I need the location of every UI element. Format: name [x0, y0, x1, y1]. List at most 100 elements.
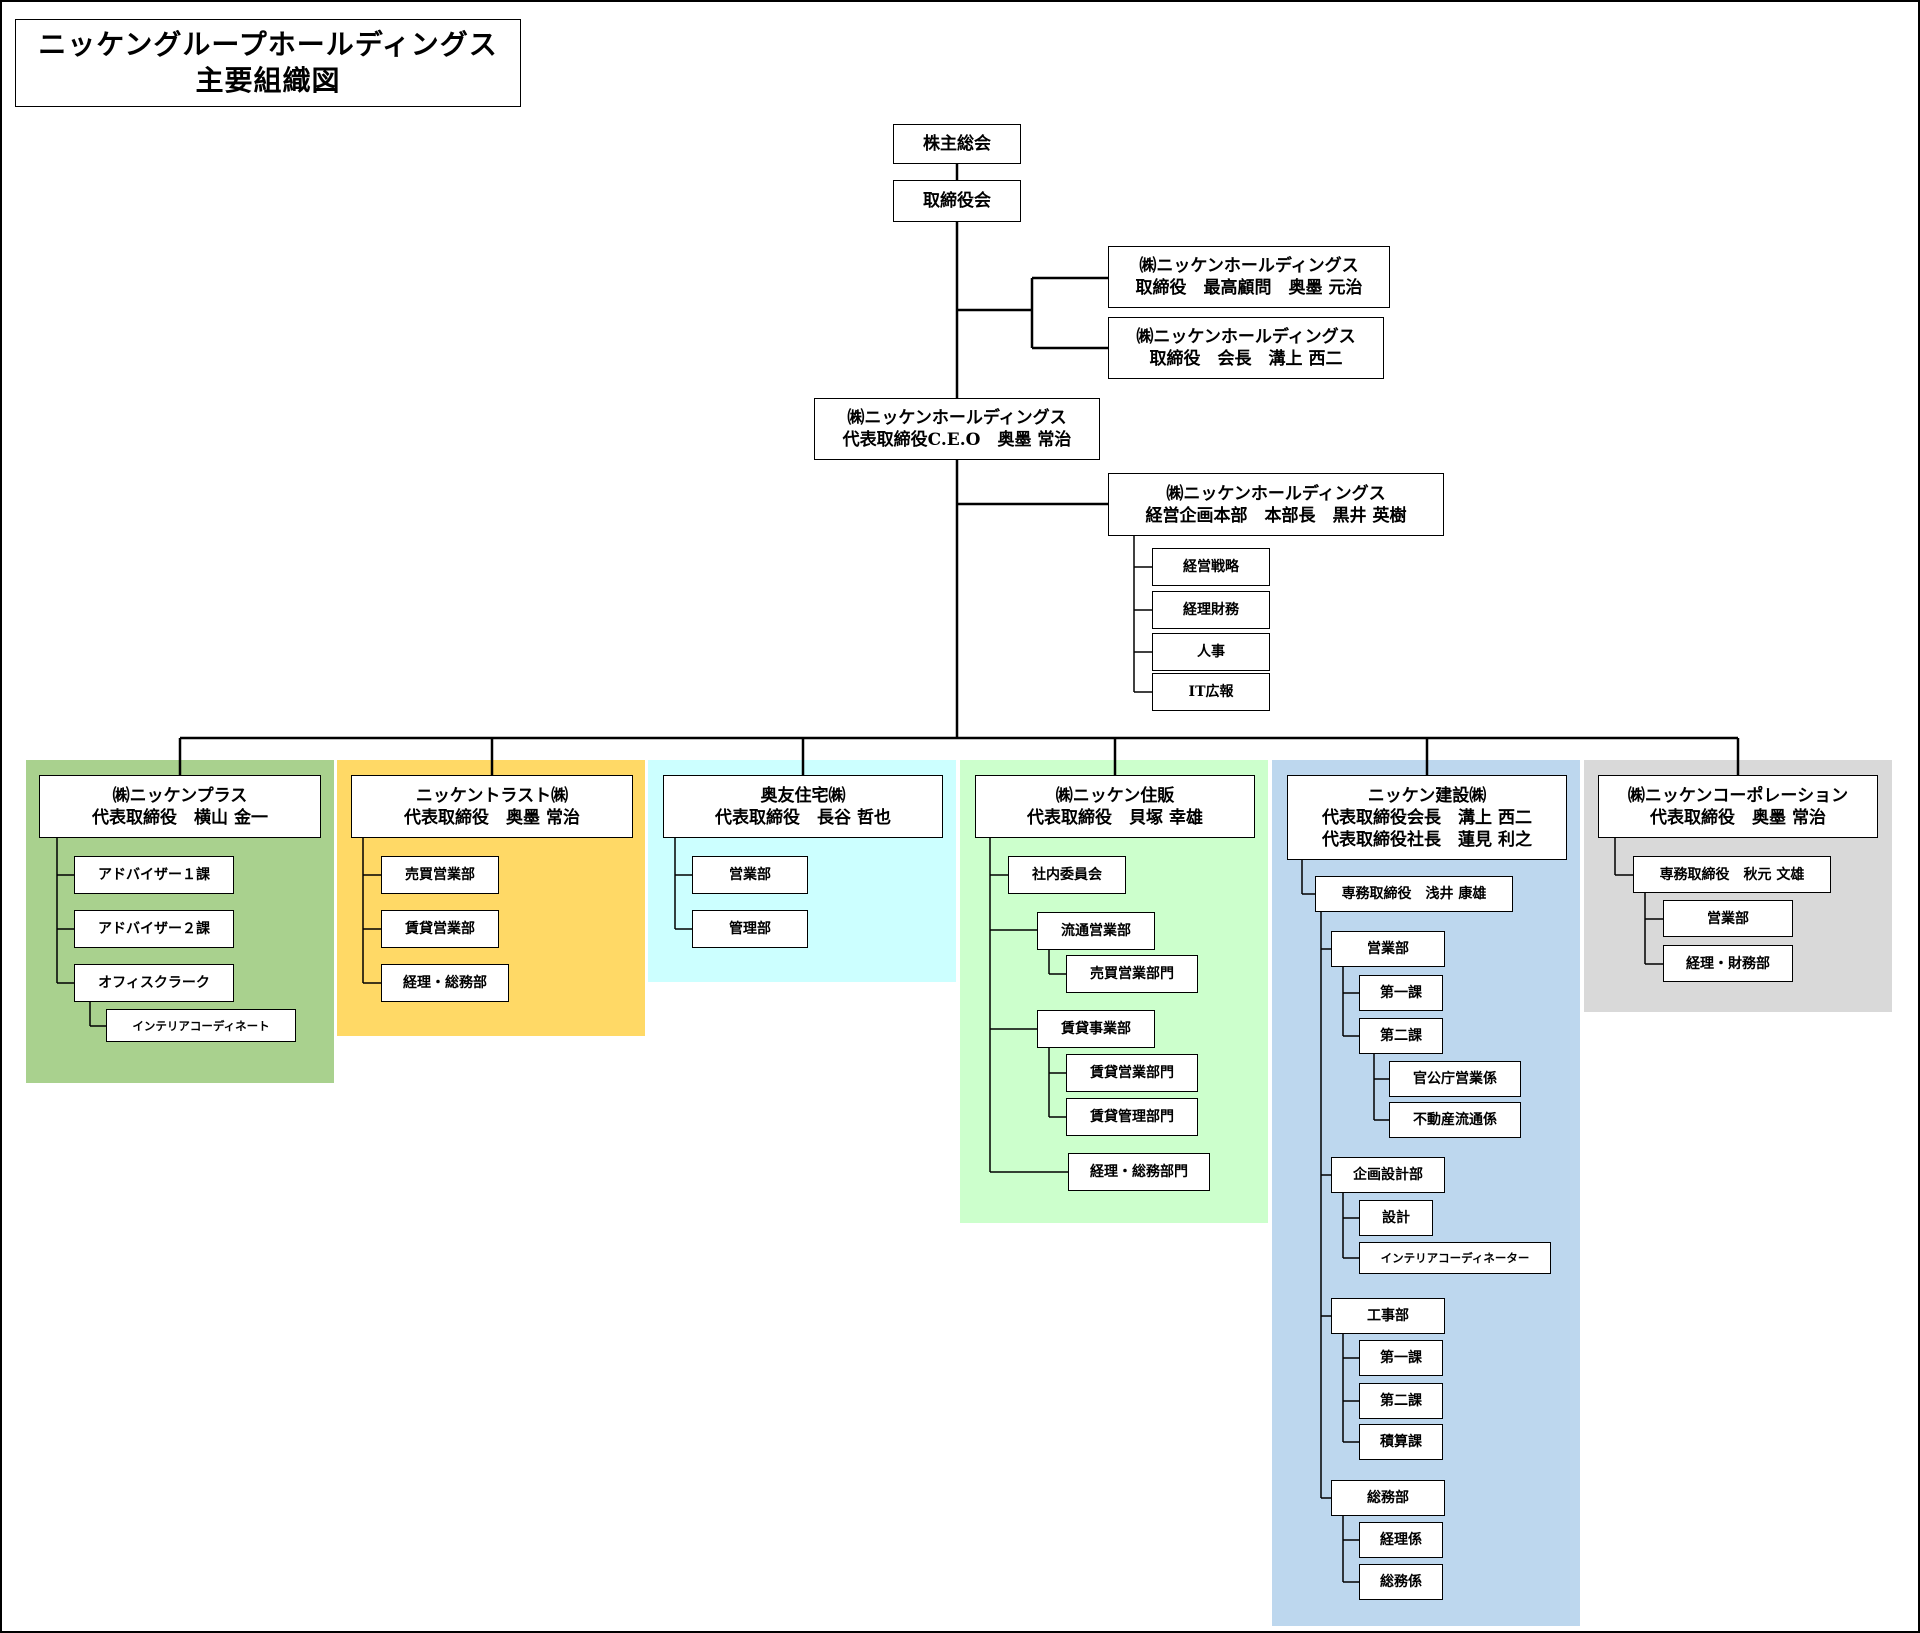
planning-unit-label: 経理財務	[1183, 602, 1239, 618]
company-plus-box: ㈱ニッケンプラス 代表取締役 横山 金一	[39, 775, 321, 838]
unit-label: 管理部	[729, 921, 771, 937]
company-okutomo-box: 奥友住宅㈱ 代表取締役 長谷 哲也	[663, 775, 943, 838]
unit-box: 設計	[1359, 1200, 1433, 1236]
advisor-line2: 取締役 最高顧問 奥墨 元治	[1135, 278, 1363, 298]
shareholders-meeting-box: 株主総会	[893, 124, 1021, 164]
company-head: 代表取締役 奥墨 常治	[404, 807, 580, 828]
unit-label: インテリアコーディネート	[132, 1018, 270, 1033]
unit-box: 賃貸事業部	[1037, 1010, 1155, 1048]
unit-label: オフィスクラーク	[98, 975, 210, 991]
unit-label: 設計	[1382, 1210, 1410, 1226]
unit-label: 営業部	[1707, 910, 1749, 927]
unit-box: オフィスクラーク	[74, 964, 234, 1002]
unit-box: 企画設計部	[1331, 1157, 1445, 1193]
company-name: ㈱ニッケンプラス	[112, 785, 248, 806]
planning-dept-box: ㈱ニッケンホールディングス 経営企画本部 本部長 黒井 英樹	[1108, 473, 1444, 536]
unit-box: 第二課	[1359, 1383, 1443, 1419]
unit-box: 経理・総務部	[381, 964, 509, 1002]
planning-unit: 経理財務	[1152, 591, 1270, 629]
unit-box: 積算課	[1359, 1424, 1443, 1460]
unit-box: 不動産流通係	[1389, 1102, 1521, 1138]
unit-box: 経理・総務部門	[1068, 1153, 1210, 1191]
company-head: 代表取締役 長谷 哲也	[715, 807, 891, 828]
unit-label: 賃貸管理部門	[1090, 1109, 1174, 1125]
unit-box: 売買営業部門	[1066, 955, 1198, 993]
company-head-2: 代表取締役社長 蓮見 利之	[1322, 829, 1532, 850]
unit-box: 第一課	[1359, 1340, 1443, 1376]
unit-box: 売買営業部	[381, 856, 499, 894]
unit-box: 営業部	[1331, 931, 1445, 967]
unit-label: 流通営業部	[1061, 923, 1131, 939]
unit-label: 賃貸営業部	[405, 921, 475, 937]
unit-box: 営業部	[692, 856, 808, 894]
unit-box: 官公庁営業係	[1389, 1061, 1521, 1097]
chart-title: ニッケングループホールディングス 主要組織図	[15, 19, 521, 107]
planning-unit: IT広報	[1152, 673, 1270, 711]
shareholders-meeting-label: 株主総会	[923, 134, 991, 154]
chairman-box: ㈱ニッケンホールディングス 取締役 会長 溝上 西二	[1108, 317, 1384, 379]
unit-label: アドバイザー１課	[98, 867, 210, 883]
director-box: 専務取締役 秋元 文雄	[1633, 856, 1831, 893]
unit-box: 経理・財務部	[1663, 945, 1793, 982]
unit-box: 総務部	[1331, 1480, 1445, 1516]
unit-label: 営業部	[729, 867, 771, 883]
unit-box: 総務係	[1359, 1564, 1443, 1600]
company-name: ㈱ニッケンコーポレーション	[1627, 785, 1849, 806]
ceo-line1: ㈱ニッケンホールディングス	[847, 408, 1067, 428]
unit-box: 社内委員会	[1008, 856, 1126, 894]
unit-label: 売買営業部門	[1090, 966, 1174, 982]
unit-label: 不動産流通係	[1413, 1112, 1497, 1128]
advisor-line1: ㈱ニッケンホールディングス	[1139, 256, 1359, 276]
unit-box: アドバイザー２課	[74, 910, 234, 948]
company-trust-box: ニッケントラスト㈱ 代表取締役 奥墨 常治	[351, 775, 633, 838]
unit-label: 社内委員会	[1032, 867, 1102, 883]
company-head-1: 代表取締役会長 溝上 西二	[1322, 807, 1532, 828]
unit-label: 総務部	[1367, 1490, 1409, 1506]
unit-label: 賃貸営業部門	[1090, 1065, 1174, 1081]
unit-label: 積算課	[1380, 1434, 1422, 1450]
chairman-line2: 取締役 会長 溝上 西二	[1149, 349, 1343, 369]
board-box: 取締役会	[893, 180, 1021, 222]
unit-label: 第一課	[1380, 985, 1422, 1001]
director-label: 専務取締役 浅井 康雄	[1341, 886, 1487, 902]
planning-dept-line2: 経営企画本部 本部長 黒井 英樹	[1145, 505, 1407, 526]
chart-title-line2: 主要組織図	[195, 64, 341, 97]
unit-box: 管理部	[692, 910, 808, 948]
unit-box: 工事部	[1331, 1298, 1445, 1334]
unit-label: 官公庁営業係	[1413, 1071, 1497, 1087]
planning-unit: 人事	[1152, 633, 1270, 671]
chart-title-line1: ニッケングループホールディングス	[38, 28, 498, 61]
company-head: 代表取締役 貝塚 幸雄	[1027, 807, 1203, 828]
unit-label: インテリアコーディネーター	[1380, 1251, 1530, 1265]
unit-box: 賃貸営業部	[381, 910, 499, 948]
unit-box: 営業部	[1663, 900, 1793, 937]
unit-box: アドバイザー１課	[74, 856, 234, 894]
company-name: ㈱ニッケン住販	[1055, 785, 1175, 806]
director-box: 専務取締役 浅井 康雄	[1315, 876, 1513, 912]
company-head: 代表取締役 奥墨 常治	[1650, 807, 1826, 828]
company-kensetsu-box: ニッケン建設㈱ 代表取締役会長 溝上 西二 代表取締役社長 蓮見 利之	[1287, 775, 1567, 860]
unit-box: 第一課	[1359, 975, 1443, 1011]
ceo-line2: 代表取締役C.E.O 奥墨 常治	[842, 430, 1072, 450]
company-corp-box: ㈱ニッケンコーポレーション 代表取締役 奥墨 常治	[1598, 775, 1878, 838]
company-name: ニッケントラスト㈱	[415, 785, 569, 806]
ceo-box: ㈱ニッケンホールディングス 代表取締役C.E.O 奥墨 常治	[814, 398, 1100, 460]
company-name: 奥友住宅㈱	[760, 785, 846, 806]
company-name: ニッケン建設㈱	[1367, 785, 1487, 806]
unit-box: 賃貸営業部門	[1066, 1054, 1198, 1092]
unit-box: 賃貸管理部門	[1066, 1098, 1198, 1136]
board-label: 取締役会	[923, 191, 991, 211]
planning-unit-label: 経営戦略	[1183, 559, 1239, 575]
unit-box: 流通営業部	[1037, 912, 1155, 950]
company-head: 代表取締役 横山 金一	[92, 807, 268, 828]
unit-label: 売買営業部	[405, 867, 475, 883]
unit-label: 経理・財務部	[1686, 955, 1770, 972]
unit-label: 経理係	[1380, 1532, 1422, 1548]
chairman-line1: ㈱ニッケンホールディングス	[1136, 327, 1356, 347]
unit-box: インテリアコーディネート	[106, 1009, 296, 1042]
director-label: 専務取締役 秋元 文雄	[1659, 866, 1805, 883]
unit-label: 経理・総務部	[403, 975, 487, 991]
planning-unit-label: 人事	[1197, 644, 1225, 660]
